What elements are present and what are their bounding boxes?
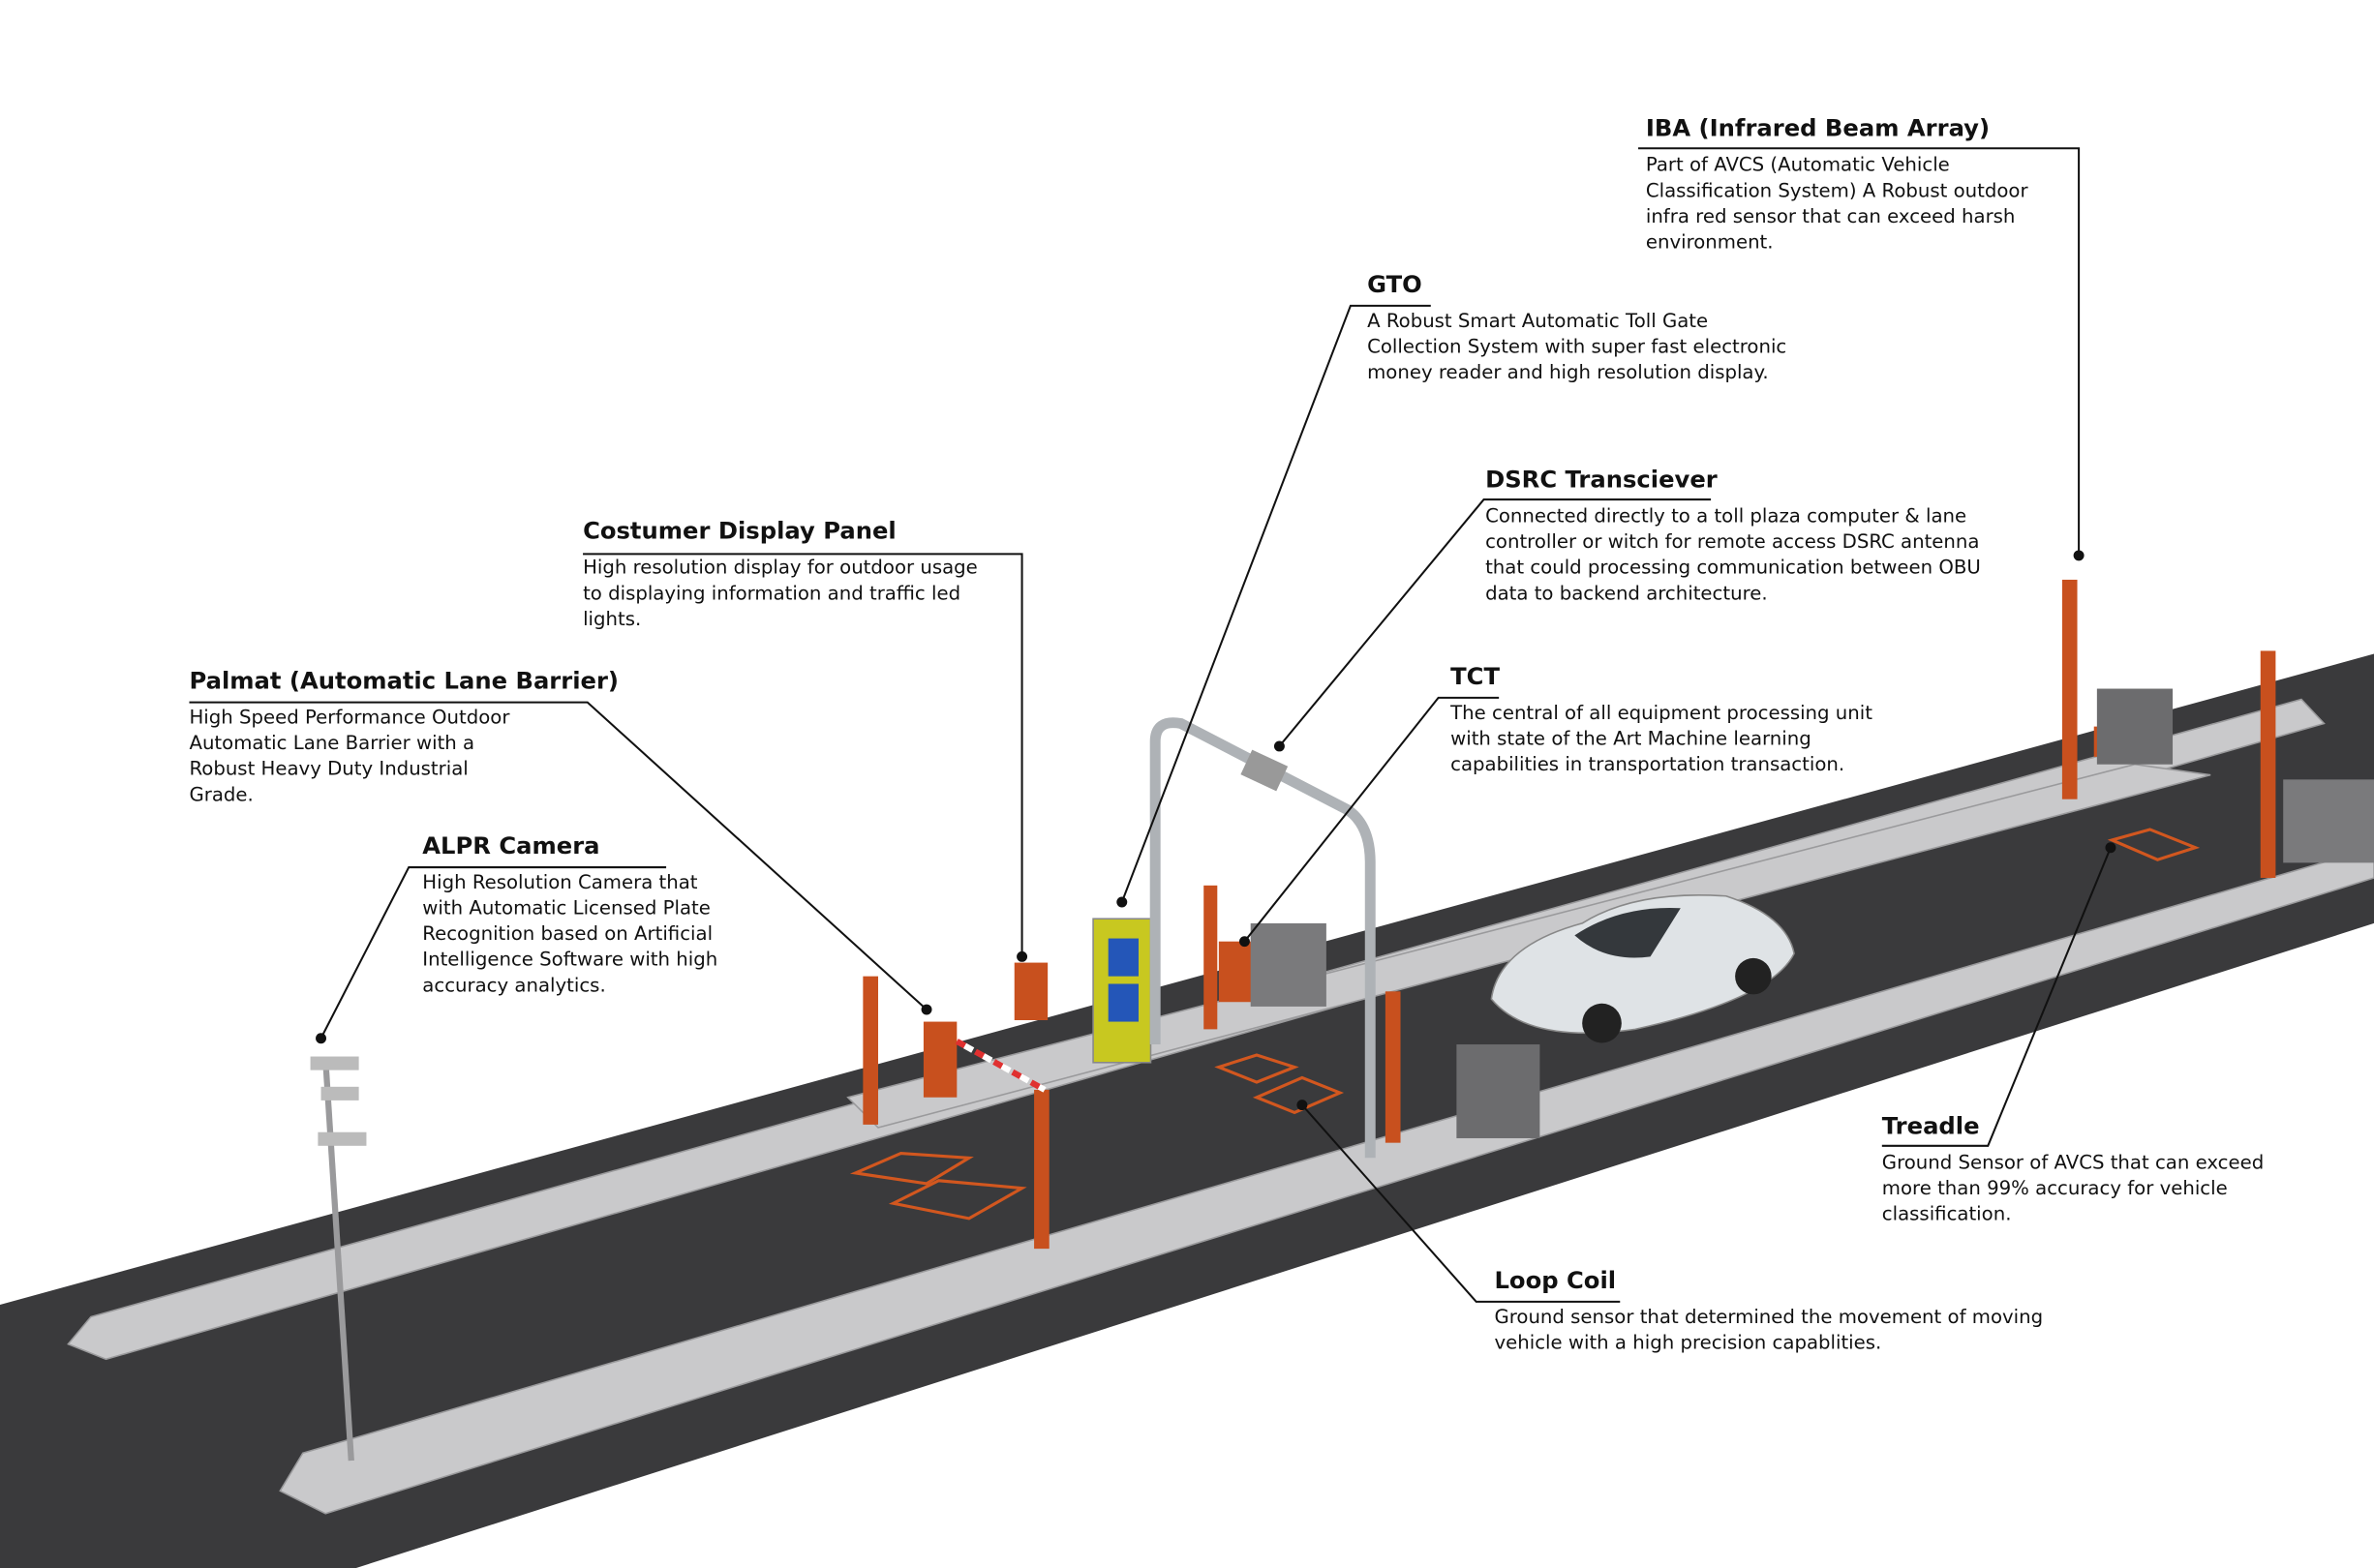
loop-coil-marks [849,828,2201,1221]
label-line: A Robust Smart Automatic Toll Gate [1367,309,1709,332]
leader-lines [189,147,2112,1303]
barrier-arm [955,1039,1047,1093]
label-title: Loop Coil [1494,1266,1617,1295]
label-title: Costumer Display Panel [583,517,897,545]
label-line: accuracy analytics. [422,973,606,996]
label-tct: TCT The central of all equipment process… [1450,663,1872,776]
label-line: Ground sensor that determined the moveme… [1494,1304,2044,1328]
label-line: Intelligence Software with high [422,947,718,971]
label-line: more than 99% accuracy for vehicle [1881,1176,2228,1199]
label-line: classification. [1881,1201,2012,1225]
dsrc-antenna [1240,749,1289,792]
label-line: Recognition based on Artificial [422,921,714,945]
label-line: with Automatic Licensed Plate [422,895,711,920]
label-dsrc: DSRC Transciever Connected directly to a… [1485,467,1981,606]
label-title: ALPR Camera [422,832,600,860]
label-line: lights. [583,607,642,630]
label-line: environment. [1645,229,1774,254]
label-line: The central of all equipment processing … [1450,701,1872,724]
label-line: Connected directly to a toll plaza compu… [1485,503,1967,528]
label-title: TCT [1450,662,1500,691]
label-line: infra red sensor that can exceed harsh [1645,204,2016,227]
label-line: to displaying information and traffic le… [583,581,961,604]
label-line: controller or witch for remote access DS… [1485,529,1980,553]
label-line: High resolution display for outdoor usag… [583,555,978,579]
label-palmat: Palmat (Automatic Lane Barrier) High Spe… [189,668,619,807]
label-title: Palmat (Automatic Lane Barrier) [189,667,620,695]
label-treadle: Treadle Ground Sensor of AVCS that can e… [1882,1112,2264,1225]
lower-island [279,846,2374,1515]
label-line: capabilities in transportation transacti… [1450,752,1845,775]
label-title: DSRC Transciever [1485,466,1718,494]
label-line: with state of the Art Machine learning [1450,726,1811,750]
gantry [1149,717,1376,1159]
label-line: Classification System) A Robust outdoor [1645,178,2028,201]
label-line: Grade. [189,782,254,805]
label-line: that could processing communication betw… [1485,555,1981,579]
label-line: Ground Sensor of AVCS that can exceed [1881,1150,2265,1173]
car [1490,894,1795,1043]
label-title: GTO [1367,270,1422,299]
label-line: Automatic Lane Barrier with a [189,731,475,754]
label-title: Treadle [1881,1112,1980,1140]
label-line: Collection System with super fast electr… [1367,334,1787,358]
label-line: High Speed Performance Outdoor [189,705,510,729]
equipment [863,579,2276,1250]
leader-dots [316,550,2116,1111]
label-line: High Resolution Camera that [422,870,698,893]
label-loop-coil: Loop Coil Ground sensor that determined … [1494,1267,2043,1355]
alpr-camera-pole [310,1056,367,1462]
label-line: Robust Heavy Duty Industrial [189,756,469,780]
label-line: data to backend architecture. [1485,581,1768,604]
label-line: vehicle with a high precision capablitie… [1494,1330,1882,1354]
label-iba: IBA (Infrared Beam Array) Part of AVCS (… [1646,115,2028,255]
tct-cabinet [1250,922,1326,1007]
label-line: Part of AVCS (Automatic Vehicle [1645,152,1950,176]
label-line: money reader and high resolution display… [1367,360,1769,383]
label-display-panel: Costumer Display Panel High resolution d… [583,518,978,631]
label-title: IBA (Infrared Beam Array) [1645,114,1991,142]
